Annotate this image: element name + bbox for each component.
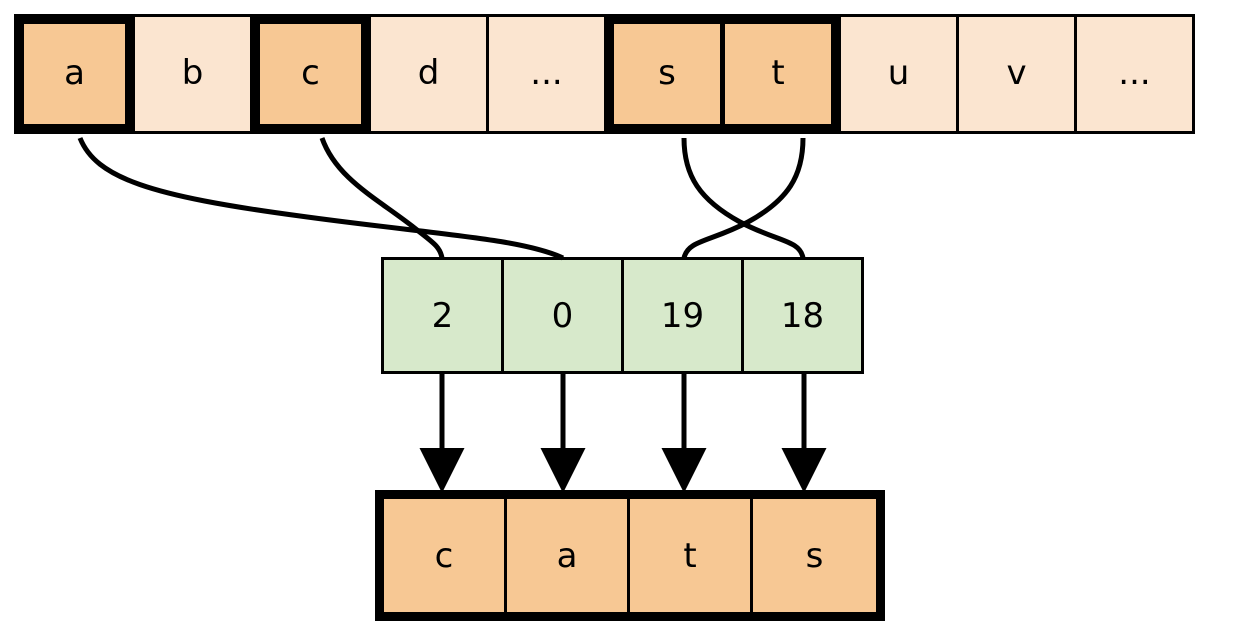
alphabet-cell-u[interactable]: u — [838, 14, 959, 134]
alphabet-cell-b[interactable]: b — [132, 14, 253, 134]
alphabet-cell-label: b — [181, 53, 204, 93]
curve-t-to-index-19 — [681, 137, 806, 259]
alphabet-cell-label: v — [1006, 53, 1027, 93]
output-cell-2[interactable]: t — [630, 499, 753, 612]
curve-a-to-index-0 — [77, 137, 565, 261]
output-row: c a t s — [375, 490, 885, 621]
alphabet-cell-ellipsis-2[interactable]: ... — [1074, 14, 1195, 134]
curve-c-to-index-2 — [319, 137, 445, 259]
output-cell-label: c — [434, 535, 454, 576]
alphabet-cell-c[interactable]: c — [250, 14, 371, 134]
output-cell-label: t — [683, 535, 697, 576]
alphabet-cell-label: s — [658, 53, 676, 93]
index-cell-3[interactable]: 18 — [741, 257, 864, 374]
alphabet-cell-label: ... — [530, 53, 563, 93]
alphabet-cell-label: c — [301, 53, 320, 93]
alphabet-cell-label: t — [771, 53, 785, 93]
alphabet-cell-ellipsis-1[interactable]: ... — [486, 14, 607, 134]
index-cell-2[interactable]: 19 — [621, 257, 744, 374]
output-cell-label: a — [556, 535, 578, 576]
curve-s-to-index-18 — [681, 137, 806, 259]
alphabet-cell-d[interactable]: d — [368, 14, 489, 134]
index-cell-0[interactable]: 2 — [381, 257, 504, 374]
alphabet-cell-label: a — [64, 53, 85, 93]
index-cell-value: 18 — [780, 295, 825, 336]
output-cell-1[interactable]: a — [507, 499, 630, 612]
alphabet-cell-v[interactable]: v — [956, 14, 1077, 134]
index-cell-value: 2 — [431, 295, 454, 336]
alphabet-row: a b c d ... s t u v ... — [14, 14, 1195, 134]
alphabet-cell-label: u — [887, 53, 910, 93]
alphabet-cell-s[interactable]: s — [604, 14, 725, 134]
output-cell-0[interactable]: c — [384, 499, 507, 612]
index-cell-1[interactable]: 0 — [501, 257, 624, 374]
alphabet-cell-a[interactable]: a — [14, 14, 135, 134]
index-cell-value: 19 — [660, 295, 705, 336]
alphabet-cell-label: d — [417, 53, 440, 93]
output-cell-label: s — [805, 535, 824, 576]
index-cell-value: 0 — [551, 295, 574, 336]
output-cell-3[interactable]: s — [753, 499, 876, 612]
alphabet-cell-label: ... — [1118, 53, 1151, 93]
index-row: 2 0 19 18 — [381, 257, 864, 374]
alphabet-cell-t[interactable]: t — [720, 14, 841, 134]
